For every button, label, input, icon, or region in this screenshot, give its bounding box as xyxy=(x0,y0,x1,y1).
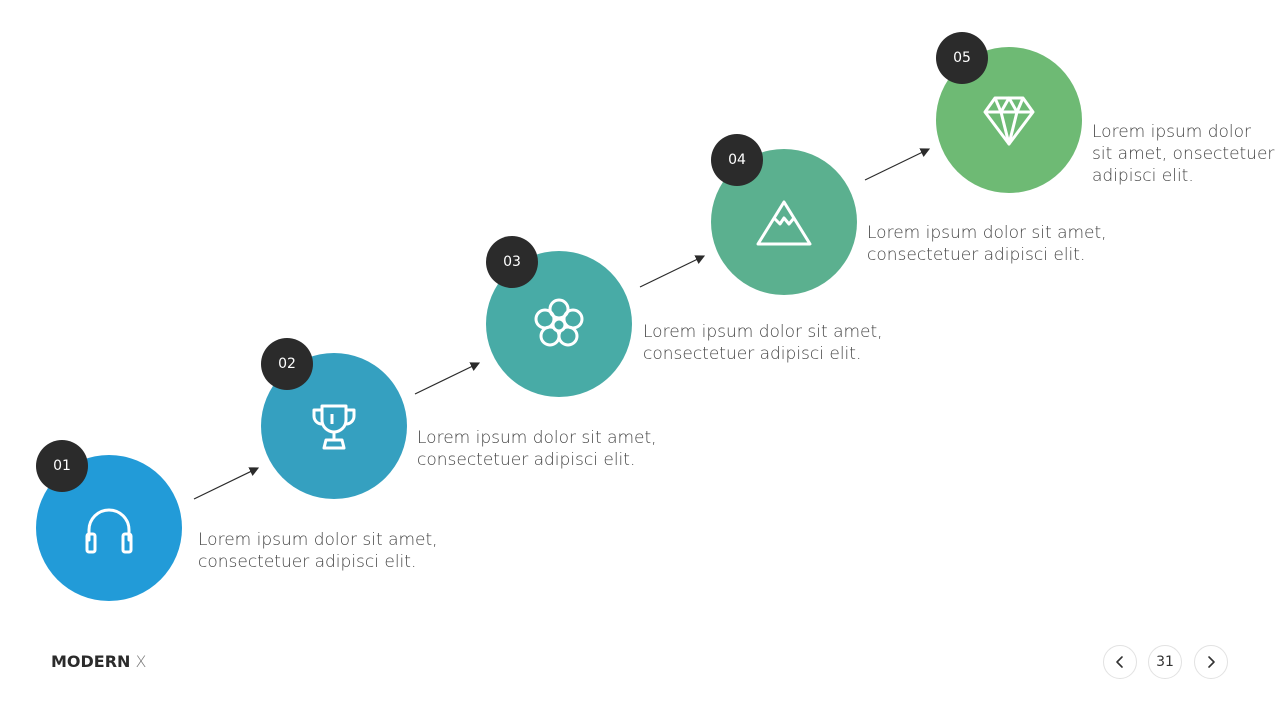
step-number-badge-1: 01 xyxy=(36,440,88,492)
flower-icon xyxy=(534,298,584,347)
previous-slide-button[interactable] xyxy=(1103,645,1137,679)
step-5-line-2: sit amet, onsectetuer xyxy=(1092,144,1275,164)
step-2-line-2: consectetuer adipisci elit. xyxy=(417,450,636,470)
arrow-4-5 xyxy=(864,148,931,181)
step-5-line-3: adipisci elit. xyxy=(1092,166,1194,186)
diamond-icon xyxy=(983,96,1035,146)
step-description-3: Lorem ipsum dolor sit amet, consectetuer… xyxy=(643,321,883,365)
step-3-line-1: Lorem ipsum dolor sit amet, xyxy=(643,322,883,342)
step-4-line-1: Lorem ipsum dolor sit amet, xyxy=(867,223,1107,243)
step-description-5: Lorem ipsum dolor sit amet, onsectetuer … xyxy=(1092,121,1274,187)
page-number: 31 xyxy=(1148,645,1182,679)
step-number-badge-4: 04 xyxy=(711,134,763,186)
arrow-1-2 xyxy=(193,467,260,500)
headphones-icon xyxy=(85,508,133,554)
step-3-line-2: consectetuer adipisci elit. xyxy=(643,344,862,364)
step-4-line-2: consectetuer adipisci elit. xyxy=(867,245,1086,265)
step-description-1: Lorem ipsum dolor sit amet, consectetuer… xyxy=(198,529,438,573)
chevron-right-icon xyxy=(1208,656,1215,668)
arrow-3-4 xyxy=(639,255,706,288)
step-number-badge-3: 03 xyxy=(486,236,538,288)
step-description-4: Lorem ipsum dolor sit amet, consectetuer… xyxy=(867,222,1107,266)
arrow-2-3 xyxy=(414,362,481,395)
step-1-line-1: Lorem ipsum dolor sit amet, xyxy=(198,530,438,550)
next-slide-button[interactable] xyxy=(1194,645,1228,679)
brand-bold-text: MODERN xyxy=(51,652,131,671)
step-number-badge-5: 05 xyxy=(936,32,988,84)
brand-light-text: X xyxy=(135,652,147,671)
step-number-badge-2: 02 xyxy=(261,338,313,390)
step-2-line-1: Lorem ipsum dolor sit amet, xyxy=(417,428,657,448)
step-1-line-2: consectetuer adipisci elit. xyxy=(198,552,417,572)
mountain-icon xyxy=(756,200,812,246)
trophy-icon xyxy=(312,404,356,450)
chevron-left-icon xyxy=(1116,656,1123,668)
step-5-line-1: Lorem ipsum dolor xyxy=(1092,122,1252,142)
brand-logo: MODERN X xyxy=(51,652,147,671)
step-description-2: Lorem ipsum dolor sit amet, consectetuer… xyxy=(417,427,657,471)
